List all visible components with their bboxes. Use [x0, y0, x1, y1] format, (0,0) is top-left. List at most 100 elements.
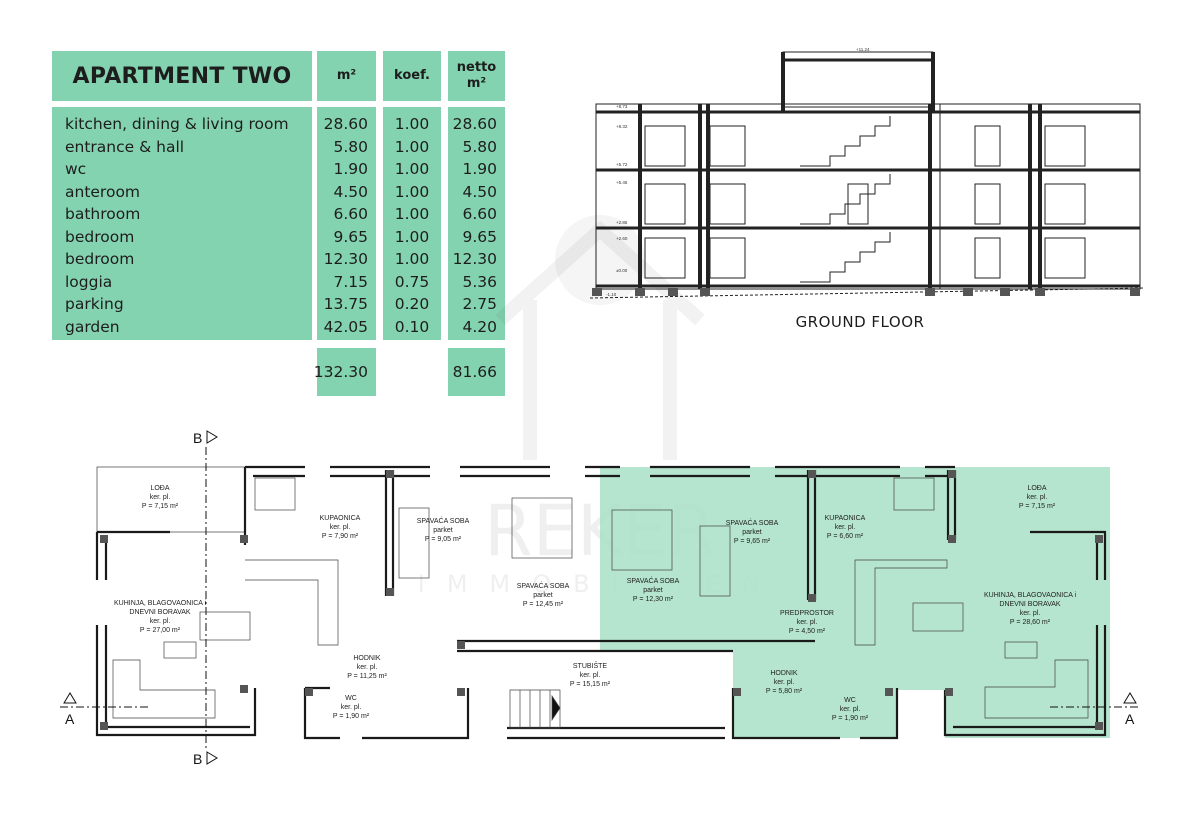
room-label-name: PREDPROSTOR — [780, 610, 834, 617]
room-label-name: HODNIK — [353, 655, 381, 662]
room-label-area: P = 1,90 m² — [832, 715, 869, 722]
section-arrow-icon — [63, 692, 77, 704]
netto-value: 2.75 — [462, 295, 497, 313]
room-label-area: P = 12,45 m² — [523, 601, 564, 608]
bed-right — [611, 509, 673, 571]
room-label-area: P = 27,00 m² — [140, 627, 181, 634]
elevation-label: ±0.00 — [616, 268, 628, 273]
netto-value: 12.30 — [452, 250, 497, 268]
room-label-area: P = 5,80 m² — [766, 688, 803, 695]
area-value: 9.65 — [333, 227, 368, 246]
section-elevation-labels: +11.24 +8.73 +8.32 +5.72 +5.46 +2.86 +2.… — [606, 47, 870, 297]
room-label-floor: parket — [433, 527, 453, 534]
netto-value: 5.36 — [462, 272, 497, 291]
section-marks: B B A A — [60, 430, 1140, 767]
room-names-column: kitchen, dining & living room entrance & … — [52, 107, 312, 340]
coef-value: 1.00 — [394, 115, 430, 133]
sofa-right — [984, 659, 1089, 719]
header-netto-line1: netto — [456, 60, 497, 75]
coef-value: 0.20 — [394, 295, 430, 313]
room-label-name: KUPAONICA — [320, 515, 361, 522]
area-value: 1.90 — [333, 160, 368, 178]
section-drawing — [589, 51, 1146, 299]
shower-left — [254, 477, 296, 511]
section-ground-line — [589, 287, 1146, 299]
area-value: 5.80 — [333, 137, 368, 156]
elevation-label: +5.72 — [616, 162, 628, 167]
room-label-area: P = 7,90 m² — [322, 533, 359, 540]
table-title: APARTMENT TWO — [52, 51, 312, 101]
elevation-label: +2.60 — [616, 236, 628, 241]
elevation-label: +2.86 — [616, 220, 628, 225]
room-label-floor: parket — [643, 587, 663, 594]
room-label-name: KUPAONICA — [825, 515, 866, 522]
room-name: bathroom — [65, 205, 141, 223]
netto-value: 5.80 — [462, 137, 497, 156]
dining-table-right — [912, 602, 964, 632]
area-value: 6.60 — [333, 205, 368, 223]
room-name: entrance & hall — [65, 137, 185, 156]
header-area: m² — [317, 51, 376, 101]
room-label-floor: ker. pl. — [835, 524, 856, 531]
room-label-floor: ker. pl. — [797, 619, 818, 626]
room-label-area: P = 1,90 m² — [333, 713, 370, 720]
room-label-area: P = 7,15 m² — [142, 503, 179, 510]
section-block-right-a — [939, 103, 1041, 290]
total-area: 132.30 — [314, 348, 376, 396]
room-label-name: SPAVAĆA SOBA — [627, 576, 680, 585]
elevation-label: -1.10 — [606, 292, 617, 297]
elevation-label: +8.32 — [616, 124, 628, 129]
room-name: kitchen, dining & living room — [65, 115, 289, 133]
coef-value: 1.00 — [394, 250, 430, 268]
room-label-name: STUBIŠTE — [573, 661, 608, 670]
header-coef: koef. — [383, 51, 441, 101]
elevation-label: +8.73 — [616, 104, 628, 109]
area-value: 4.50 — [333, 182, 368, 201]
loggia-left-outline — [96, 466, 246, 533]
netto-value: 9.65 — [462, 227, 497, 246]
room-label-floor: ker. pl. — [150, 494, 171, 501]
room-label-area: P = 9,65 m² — [734, 538, 771, 545]
wardrobe-right — [699, 525, 731, 597]
area-value: 28.60 — [323, 115, 368, 133]
coef-value: 0.75 — [394, 272, 430, 291]
room-label-area: P = 11,25 m² — [347, 673, 387, 680]
coef-value: 1.00 — [394, 137, 430, 156]
header-coef-label: koef. — [394, 68, 430, 83]
room-label-floor: ker. pl. — [357, 664, 378, 671]
watermark-circle — [555, 215, 645, 305]
room-label-name: SPAVAĆA SOBA — [726, 518, 779, 527]
room-label-area: P = 6,60 m² — [827, 533, 864, 540]
wardrobe-left — [398, 507, 430, 579]
room-label-name2: DNEVNI BORAVAK — [129, 609, 191, 616]
section-arrow-icon — [206, 430, 218, 444]
furniture — [112, 477, 1089, 729]
room-label-floor: ker. pl. — [150, 618, 171, 625]
room-name: garden — [65, 317, 120, 336]
header-area-label: m² — [336, 68, 357, 83]
room-label-floor: parket — [533, 592, 553, 599]
room-label-floor: ker. pl. — [341, 704, 362, 711]
room-label-name: SPAVAĆA SOBA — [517, 581, 570, 590]
sofa-left — [112, 659, 216, 719]
area-value: 12.30 — [323, 250, 368, 268]
room-name: bedroom — [65, 250, 135, 268]
shower-right — [893, 477, 935, 511]
section-stairs — [800, 116, 891, 283]
section-block-middle — [699, 103, 941, 290]
room-label-area: P = 12,30 m² — [633, 596, 674, 603]
room-label-floor: ker. pl. — [1020, 610, 1041, 617]
section-mark-a-right: A — [1125, 711, 1135, 727]
netto-value: 6.60 — [462, 205, 497, 223]
coef-value: 1.00 — [394, 182, 430, 201]
area-value: 13.75 — [323, 295, 368, 313]
total-netto: 81.66 — [448, 348, 505, 396]
section-caption: GROUND FLOOR — [795, 313, 925, 331]
section-columns — [638, 52, 1042, 289]
coef-value: 1.00 — [394, 205, 430, 223]
